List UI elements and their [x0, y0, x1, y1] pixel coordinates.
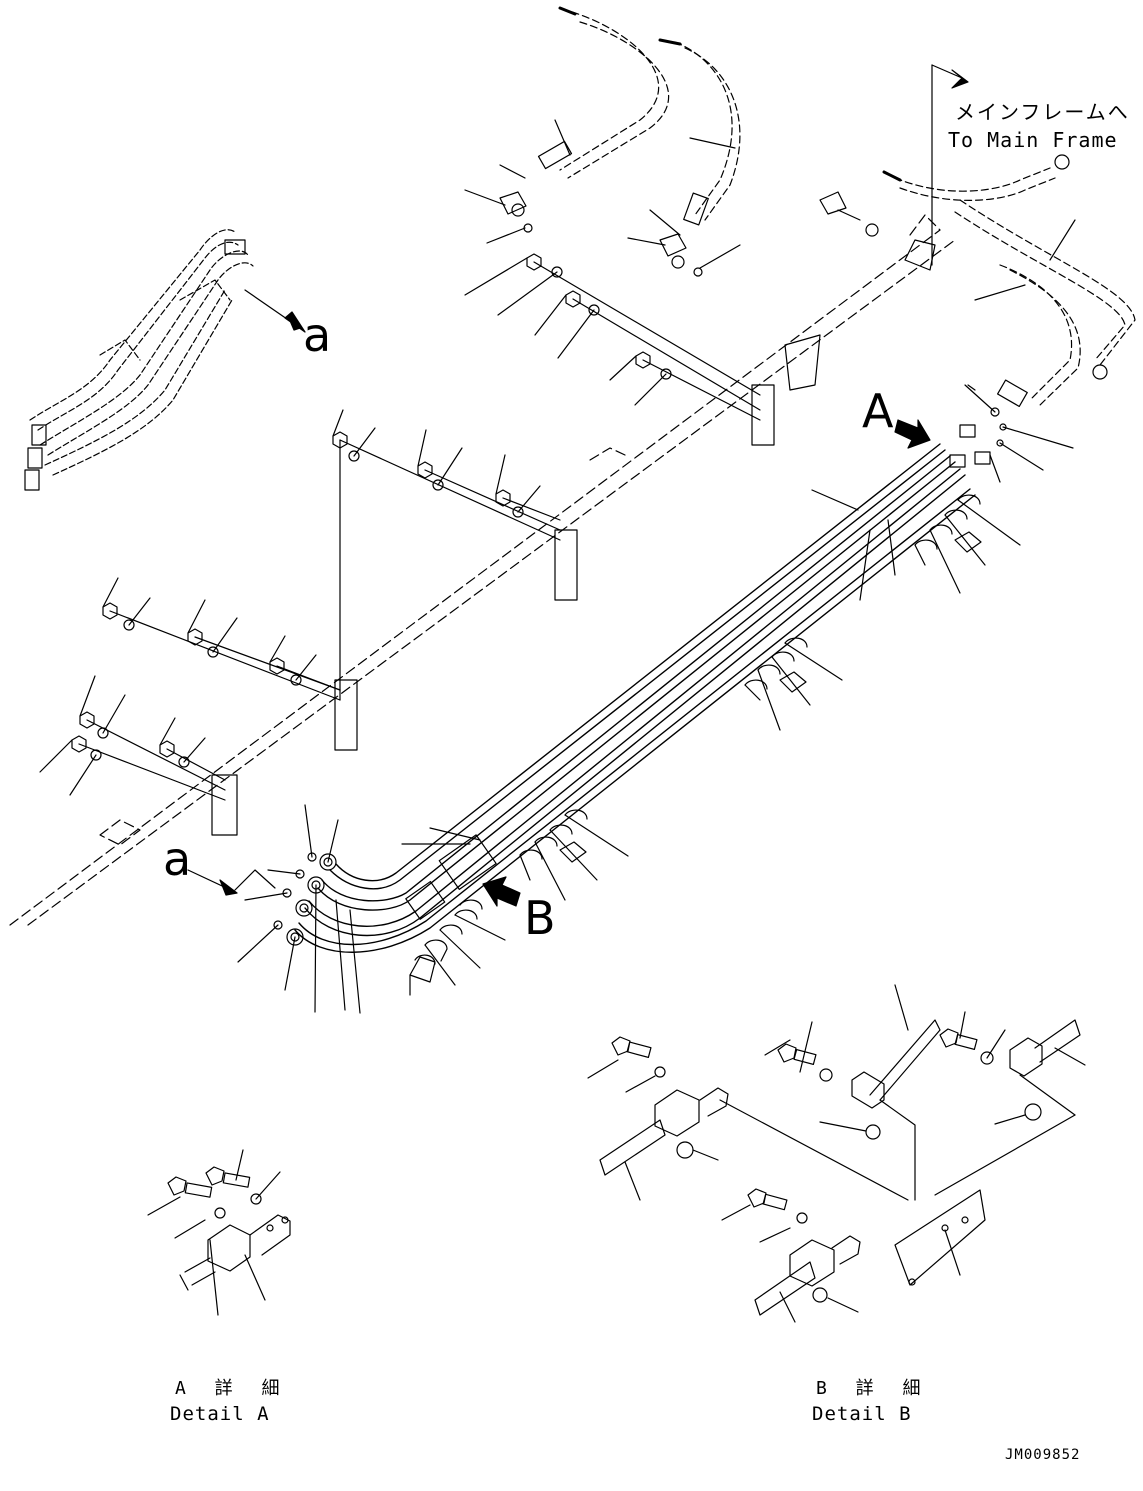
detail-b-drawing	[587, 984, 1086, 1323]
view-marker-A: A	[862, 384, 894, 438]
view-marker-a-top: a	[303, 308, 332, 362]
destination-label-jp: メインフレームへ	[955, 100, 1130, 124]
detail-a-label-jp: A 詳 細	[175, 1378, 289, 1399]
detail-b-label-en: Detail B	[812, 1403, 912, 1425]
pipe-clamps	[409, 494, 982, 983]
detail-a-label-en: Detail A	[170, 1403, 270, 1425]
inset-a-fittings	[24, 239, 306, 491]
pipe-right-fittings	[949, 379, 1028, 468]
destination-label-en: To Main Frame	[948, 128, 1118, 152]
detail-a-drawing	[147, 1149, 291, 1316]
frame-outline	[9, 214, 956, 926]
view-A-arrow	[894, 419, 931, 449]
clamp-block	[405, 834, 497, 920]
view-a-arrow	[187, 869, 276, 896]
frame-brackets	[211, 334, 821, 836]
pipe-end-nuts	[273, 852, 337, 946]
elbow-fittings	[499, 191, 936, 277]
main-pipes	[294, 443, 976, 953]
drawing-number: JM009852	[1005, 1447, 1081, 1463]
inset-a-view	[29, 229, 254, 476]
view-marker-B: B	[524, 891, 556, 945]
detail-b-label-jp: B 詳 細	[816, 1378, 930, 1399]
destination-arrow	[931, 64, 969, 266]
view-marker-a-bottom: a	[163, 832, 192, 886]
top-hoses	[537, 6, 1136, 406]
nuts-and-washers	[71, 253, 761, 801]
leader-lines	[39, 119, 1076, 1014]
view-B-arrow	[482, 876, 521, 907]
